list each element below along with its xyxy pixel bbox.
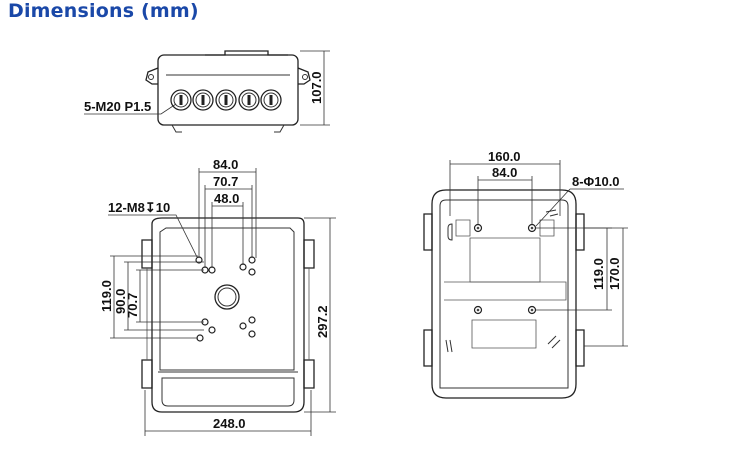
cable-gland bbox=[260, 89, 282, 111]
cable-gland bbox=[215, 89, 237, 111]
hole-label: 8-Φ10.0 bbox=[572, 174, 620, 189]
screw-hole bbox=[239, 322, 247, 330]
front-view-lower-door bbox=[161, 377, 295, 407]
front-view-inner-panel bbox=[159, 227, 295, 371]
page-title: Dimensions (mm) bbox=[8, 0, 199, 22]
mounting-hole-center bbox=[530, 308, 534, 312]
back-view-body bbox=[431, 189, 577, 399]
back-rail-bottom-right bbox=[575, 329, 585, 367]
front-label-70-vertical: 70.7 bbox=[125, 293, 140, 318]
thread-leader bbox=[84, 103, 177, 115]
back-view-inner-outline bbox=[439, 199, 569, 389]
back-corner-pockets bbox=[455, 219, 555, 237]
back-rail-bottom-left bbox=[423, 329, 433, 367]
top-height-label: 107.0 bbox=[309, 71, 324, 104]
back-slot-top-left bbox=[447, 223, 453, 241]
back-slot-top-right bbox=[545, 209, 559, 217]
front-label-119: 119.0 bbox=[99, 280, 114, 312]
front-central-hole-inner bbox=[217, 287, 237, 307]
front-ext-70 bbox=[204, 185, 253, 268]
back-panel-middle bbox=[444, 281, 567, 301]
back-slot-bottom-left bbox=[445, 339, 453, 353]
front-rail-top-left bbox=[141, 239, 153, 269]
back-dim-160 bbox=[449, 160, 561, 216]
cable-gland-slot bbox=[201, 95, 205, 105]
front-dim-119 bbox=[110, 255, 198, 339]
cable-gland-inner bbox=[218, 92, 234, 108]
back-slot-bottom-right bbox=[547, 335, 561, 349]
back-label-84: 84.0 bbox=[492, 165, 517, 180]
top-view-lug-right-hole bbox=[302, 74, 308, 80]
front-rail-bottom-right bbox=[303, 359, 315, 389]
cable-gland-inner bbox=[263, 92, 279, 108]
front-ext-48 bbox=[211, 202, 244, 268]
front-view-body bbox=[151, 217, 305, 413]
back-panel-upper bbox=[469, 237, 541, 283]
front-label-297: 297.2 bbox=[315, 305, 330, 338]
cable-gland-row bbox=[170, 89, 282, 111]
front-dim-90 bbox=[124, 261, 204, 331]
front-label-90: 90.0 bbox=[113, 289, 128, 314]
screw-hole bbox=[248, 330, 256, 338]
screw-leader bbox=[108, 214, 198, 258]
front-central-hole bbox=[214, 284, 240, 310]
back-label-119: 119.0 bbox=[591, 258, 606, 290]
cable-gland bbox=[238, 89, 260, 111]
front-label-248: 248.0 bbox=[213, 416, 246, 431]
cable-gland-slot bbox=[179, 95, 183, 105]
cable-gland-slot bbox=[269, 95, 273, 105]
screw-hole bbox=[208, 326, 216, 334]
mounting-hole-center bbox=[476, 308, 480, 312]
top-view-lug-left-hole bbox=[148, 74, 154, 80]
back-view: 160.0 84.0 8-Φ10.0 119.0 170.0 bbox=[423, 149, 628, 399]
thread-label: 5-M20 P1.5 bbox=[84, 99, 151, 114]
back-dim-84 bbox=[477, 176, 533, 224]
mounting-hole-center bbox=[476, 226, 480, 230]
screw-hole bbox=[248, 268, 256, 276]
front-label-48: 48.0 bbox=[214, 191, 239, 206]
back-mounting-holes bbox=[473, 223, 537, 315]
mounting-hole-center bbox=[530, 226, 534, 230]
front-rail-top-right bbox=[303, 239, 315, 269]
top-view-foot-left bbox=[171, 124, 182, 133]
front-dim-70-vertical bbox=[136, 269, 204, 323]
back-label-160: 160.0 bbox=[488, 149, 521, 164]
front-ext-84 bbox=[198, 168, 257, 258]
front-dim-297 bbox=[304, 217, 336, 413]
cable-gland bbox=[170, 89, 192, 111]
front-rail-guides bbox=[146, 268, 310, 360]
front-label-84: 84.0 bbox=[213, 157, 238, 172]
top-view-body bbox=[157, 54, 299, 126]
back-panel-lower bbox=[471, 319, 537, 349]
front-label-70: 70.7 bbox=[213, 174, 238, 189]
screw-label: 12-M8↧10 bbox=[108, 200, 170, 215]
top-height-dim-line bbox=[300, 50, 330, 126]
top-view-lug-left bbox=[145, 67, 159, 85]
back-rail-top-left bbox=[423, 213, 433, 251]
front-dim-248 bbox=[144, 390, 312, 436]
top-view-lug-right bbox=[297, 67, 311, 85]
cable-gland-inner bbox=[173, 92, 189, 108]
hole-leader bbox=[535, 188, 624, 227]
cable-gland-slot bbox=[247, 95, 251, 105]
cable-gland-inner bbox=[241, 92, 257, 108]
back-dim-170 bbox=[584, 227, 628, 347]
back-label-170: 170.0 bbox=[607, 257, 622, 290]
cable-gland-inner bbox=[195, 92, 211, 108]
top-view: 5-M20 P1.5 107.0 bbox=[84, 50, 330, 133]
top-view-foot-right bbox=[274, 124, 285, 133]
cable-gland-slot bbox=[224, 95, 228, 105]
cable-gland bbox=[192, 89, 214, 111]
m8-screw-holes bbox=[195, 256, 256, 342]
screw-hole bbox=[248, 316, 256, 324]
front-view: 12-M8↧10 84.0 70.7 48.0 119.0 90.0 70.7 … bbox=[99, 157, 336, 436]
front-rail-bottom-left bbox=[141, 359, 153, 389]
back-rail-top-right bbox=[575, 213, 585, 251]
